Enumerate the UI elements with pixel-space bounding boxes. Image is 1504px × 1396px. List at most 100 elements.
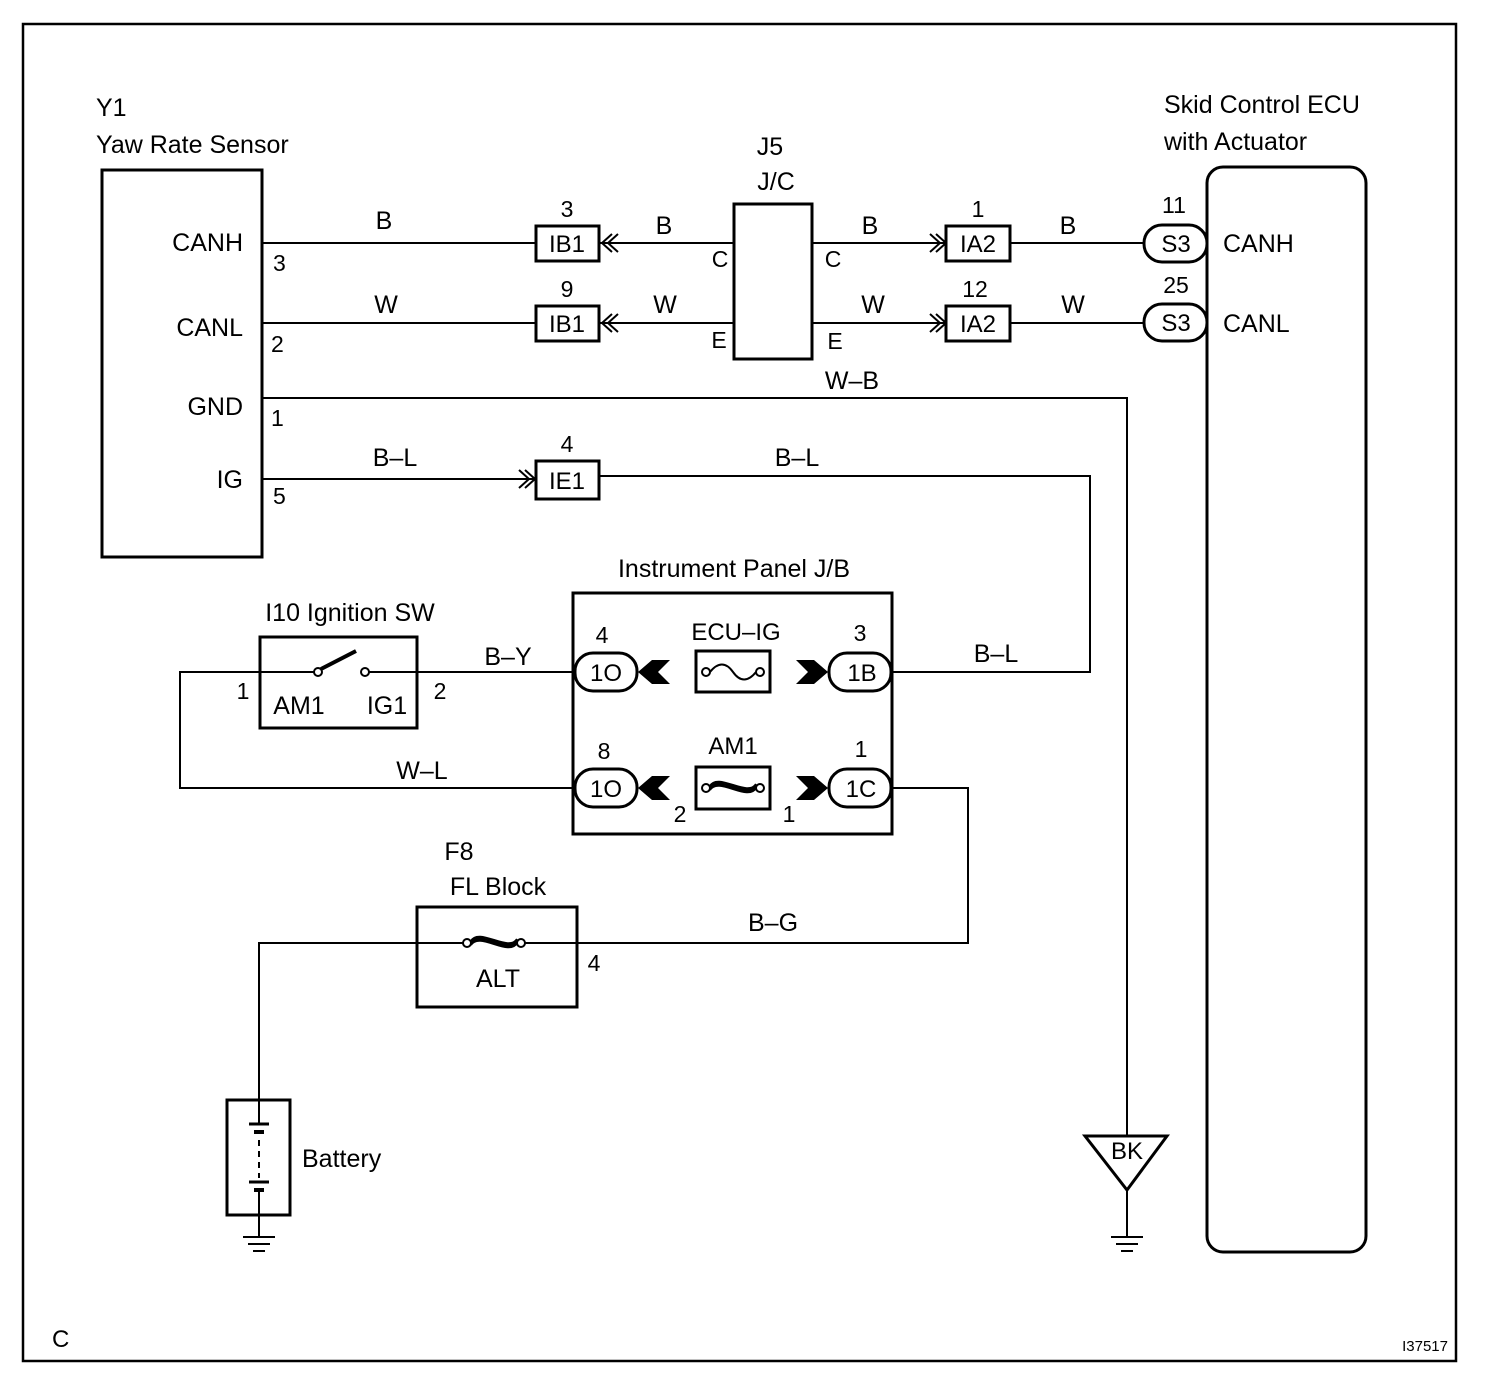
wire-label-canl-4: W — [1061, 291, 1085, 319]
junction-pin-e-left: E — [711, 327, 726, 353]
wire-label-canh-3: B — [862, 212, 879, 240]
fl-block-body — [415, 905, 579, 1009]
yaw-pin-canh: 3 — [273, 250, 286, 276]
yaw-sensor-name: Yaw Rate Sensor — [96, 131, 289, 159]
jb-title: Instrument Panel J/B — [618, 555, 850, 583]
ecu-name-line1: Skid Control ECU — [1164, 91, 1360, 119]
ground-point-label: BK — [1111, 1138, 1143, 1165]
connector-ia2-canl — [944, 304, 1012, 343]
skid-control-ecu: Skid Control ECU with Actuator S3 S3 11 … — [1142, 91, 1368, 1254]
corner-letter: C — [52, 1326, 69, 1353]
ecu-connector-canl — [1142, 302, 1209, 343]
ignition-switch-lever — [320, 649, 357, 671]
junction-code: J5 — [757, 133, 783, 161]
yaw-sensor-code: Y1 — [96, 94, 127, 122]
battery: Battery — [225, 1098, 382, 1252]
wires — [179, 242, 1144, 1236]
jb-inner-pin-2: 2 — [674, 801, 687, 827]
wire-bg — [577, 787, 969, 944]
ecu-pin-canh: 11 — [1162, 192, 1186, 218]
ecu-terminal-canl: CANL — [1223, 310, 1290, 338]
fl-block-name: FL Block — [450, 873, 547, 901]
wire-ig-2 — [600, 475, 1091, 673]
connector-ib1-canl — [534, 304, 601, 343]
ignition-switch-pin-1: 1 — [237, 678, 250, 704]
jb-chevron-am1-left — [638, 776, 670, 800]
wire-label-ig-1: B–L — [373, 444, 418, 472]
ignition-switch-contact-left — [313, 667, 323, 677]
yaw-pin-canl: 2 — [271, 331, 284, 357]
wire-label-canh-1: B — [376, 207, 393, 235]
jb-fuse-ecu-ig-label: ECU–IG — [691, 619, 780, 646]
battery-label: Battery — [302, 1145, 382, 1173]
chevron-ia2-canh-a — [929, 233, 942, 253]
ignition-switch-terminal-am1: AM1 — [273, 692, 324, 720]
junction-pin-c-right: C — [825, 246, 842, 272]
connector-ib1-canh-id: IB1 — [549, 231, 585, 258]
junction-pin-c-left: C — [712, 246, 729, 272]
fl-block-code: F8 — [444, 838, 473, 866]
fuse-ecu-ig-terminal-right — [755, 667, 765, 677]
fuse-am1-terminal-left — [701, 783, 711, 793]
chevron-ib1-canl-a — [600, 313, 613, 333]
fuse-ecu-ig-terminal-left — [701, 667, 711, 677]
connector-ia2-canh-pin: 1 — [972, 196, 985, 222]
instrument-panel-jb: Instrument Panel J/B ECU–IG 1O 4 1B 3 AM… — [571, 555, 894, 836]
chevron-ia2-canl-b — [935, 313, 948, 333]
jb-connector-1o-bottom-id: 1O — [590, 776, 622, 803]
wire-label-gnd: W–B — [825, 367, 879, 395]
jb-connector-1c — [827, 767, 893, 809]
wire-label-ig-2: B–L — [775, 444, 820, 472]
junction-name: J/C — [757, 168, 795, 196]
connector-ib1-canl-id: IB1 — [549, 311, 585, 338]
jb-connector-1o-bottom — [573, 767, 639, 809]
chevron-ie1-b — [524, 469, 537, 489]
chevron-ia2-canl-a — [929, 313, 942, 333]
wire-label-canl-2: W — [653, 291, 677, 319]
ecu-terminal-canh: CANH — [1223, 230, 1294, 258]
jb-chevron-am1-right — [796, 776, 828, 800]
ignition-switch-terminal-ig1: IG1 — [367, 692, 407, 720]
ground-point-triangle — [1081, 1134, 1170, 1193]
wire-color-labels: B B B B W W W W W–B B–L B–L B–L B–Y W–L … — [373, 207, 1085, 937]
fl-fuse-terminal-left — [462, 938, 472, 948]
ecu-connector-canl-id: S3 — [1161, 310, 1190, 337]
wire-label-canl-1: W — [374, 291, 398, 319]
jb-pin-8: 8 — [598, 738, 611, 764]
connector-ib1-canl-pin: 9 — [561, 276, 574, 302]
junction-pin-e-right: E — [827, 328, 842, 354]
chevron-ib1-canh-b — [606, 233, 619, 253]
jb-pin-3: 3 — [854, 620, 867, 646]
connector-ia2-canl-pin: 12 — [962, 276, 988, 302]
yaw-sensor-body — [100, 168, 264, 559]
ecu-pin-canl: 25 — [1163, 272, 1189, 298]
yaw-terminal-ig: IG — [217, 466, 243, 494]
wire-label-canh-4: B — [1060, 212, 1077, 240]
connector-ie1 — [534, 459, 601, 501]
ignition-switch-contact-right — [360, 667, 370, 677]
fuse-am1-element — [709, 780, 757, 794]
yaw-terminal-gnd: GND — [187, 393, 243, 421]
fl-block-fuse-label: ALT — [476, 965, 520, 993]
yaw-pin-ig: 5 — [273, 483, 286, 509]
fl-block: F8 FL Block ALT 4 — [415, 838, 601, 1009]
connector-ie1-pin: 4 — [561, 431, 574, 457]
ignition-switch-title: I10 Ignition SW — [265, 599, 435, 627]
fl-fuse-terminal-right — [516, 938, 526, 948]
jb-connector-1o-top — [573, 651, 639, 693]
chevron-ib1-canh-a — [600, 233, 613, 253]
inline-connectors: IB1 3 IB1 9 IA2 1 IA2 12 IE1 4 — [534, 196, 1012, 501]
junction-body — [732, 202, 814, 361]
battery-ground-icon — [243, 1236, 275, 1252]
wire-label-ig-3: B–L — [974, 640, 1019, 668]
connector-ia2-canl-id: IA2 — [960, 311, 996, 338]
figure-id: I37517 — [1402, 1338, 1448, 1355]
chevron-ie1-a — [518, 469, 531, 489]
yaw-pin-gnd: 1 — [271, 405, 284, 431]
connector-ie1-id: IE1 — [549, 468, 585, 495]
ecu-body — [1205, 165, 1368, 1254]
wire-label-canh-2: B — [656, 212, 673, 240]
wire-wl — [179, 671, 574, 789]
jb-connector-1b — [827, 651, 893, 693]
